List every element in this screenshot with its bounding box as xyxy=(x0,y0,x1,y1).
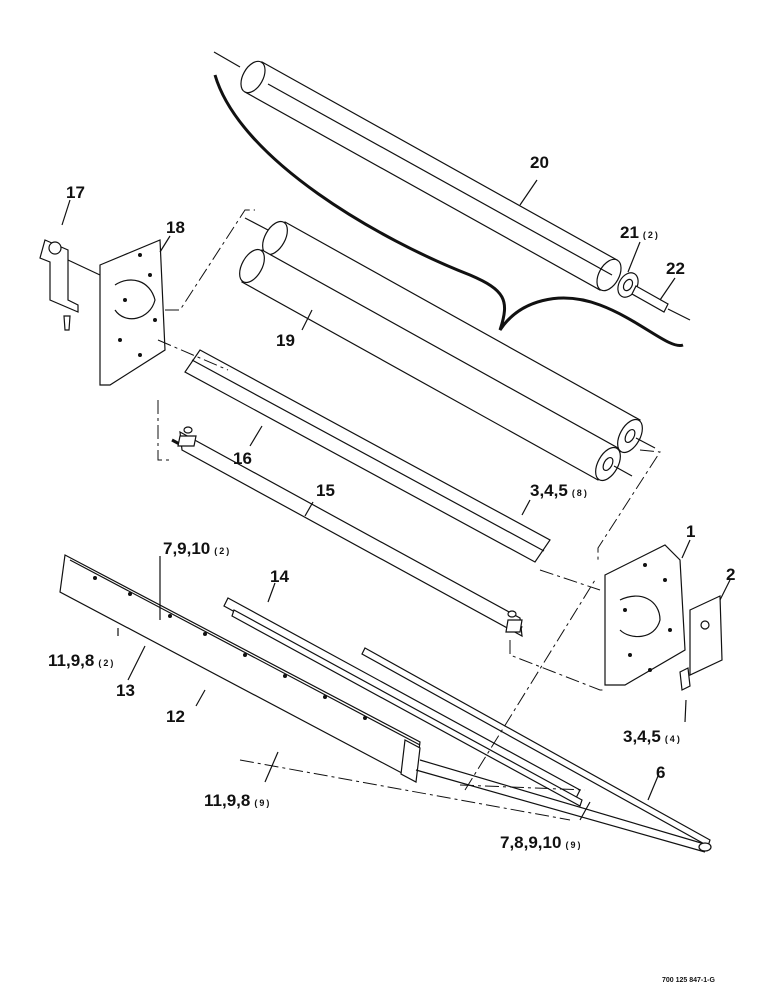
side-plate-1 xyxy=(604,544,686,686)
plate-12 xyxy=(59,554,421,783)
shaft-22 xyxy=(631,285,691,321)
callout-15: 15 xyxy=(316,481,335,500)
side-plate-18 xyxy=(99,239,166,386)
roller-19 xyxy=(239,217,656,482)
callout-18: 18 xyxy=(166,218,185,237)
callout-21: 21(2) xyxy=(620,223,660,242)
callout-11-9-8-bottom: 11,9,8(9) xyxy=(204,791,271,810)
callout-6: 6 xyxy=(656,763,665,782)
callout-7-9-10-top: 7,9,10(2) xyxy=(163,539,231,558)
callout-12: 12 xyxy=(166,707,185,726)
callout-20: 20 xyxy=(530,153,549,172)
leader-lines xyxy=(61,179,731,821)
bar-16 xyxy=(184,349,551,563)
callout-16: 16 xyxy=(233,449,252,468)
callout-17: 17 xyxy=(66,183,85,202)
drawing-code: 700 125 847-1-G xyxy=(662,977,715,984)
channel-15 xyxy=(171,426,523,638)
callout-3-4-5-top: 3,4,5(8) xyxy=(530,481,589,500)
rail-14 xyxy=(223,597,711,847)
callout-22: 22 xyxy=(666,259,685,278)
callout-14: 14 xyxy=(270,567,289,586)
callout-3-4-5-bottom: 3,4,5(4) xyxy=(623,727,682,746)
callout-2: 2 xyxy=(726,565,735,584)
angle-6 xyxy=(415,759,712,853)
assembly-center-lines xyxy=(157,209,661,821)
bracket-17 xyxy=(39,239,101,331)
callout-13: 13 xyxy=(116,681,135,700)
callout-11-9-8-top: 11,9,8(2) xyxy=(48,651,115,670)
callout-7-8-9-10-bottom: 7,8,9,10(9) xyxy=(500,833,582,852)
callout-1: 1 xyxy=(686,522,695,541)
bracket-2 xyxy=(679,595,723,691)
roller-20 xyxy=(213,51,684,347)
callout-labels: 20 17 18 21(2) 22 19 16 15 3,4,5(8) 1 7,… xyxy=(48,153,735,852)
callout-19: 19 xyxy=(276,331,295,350)
